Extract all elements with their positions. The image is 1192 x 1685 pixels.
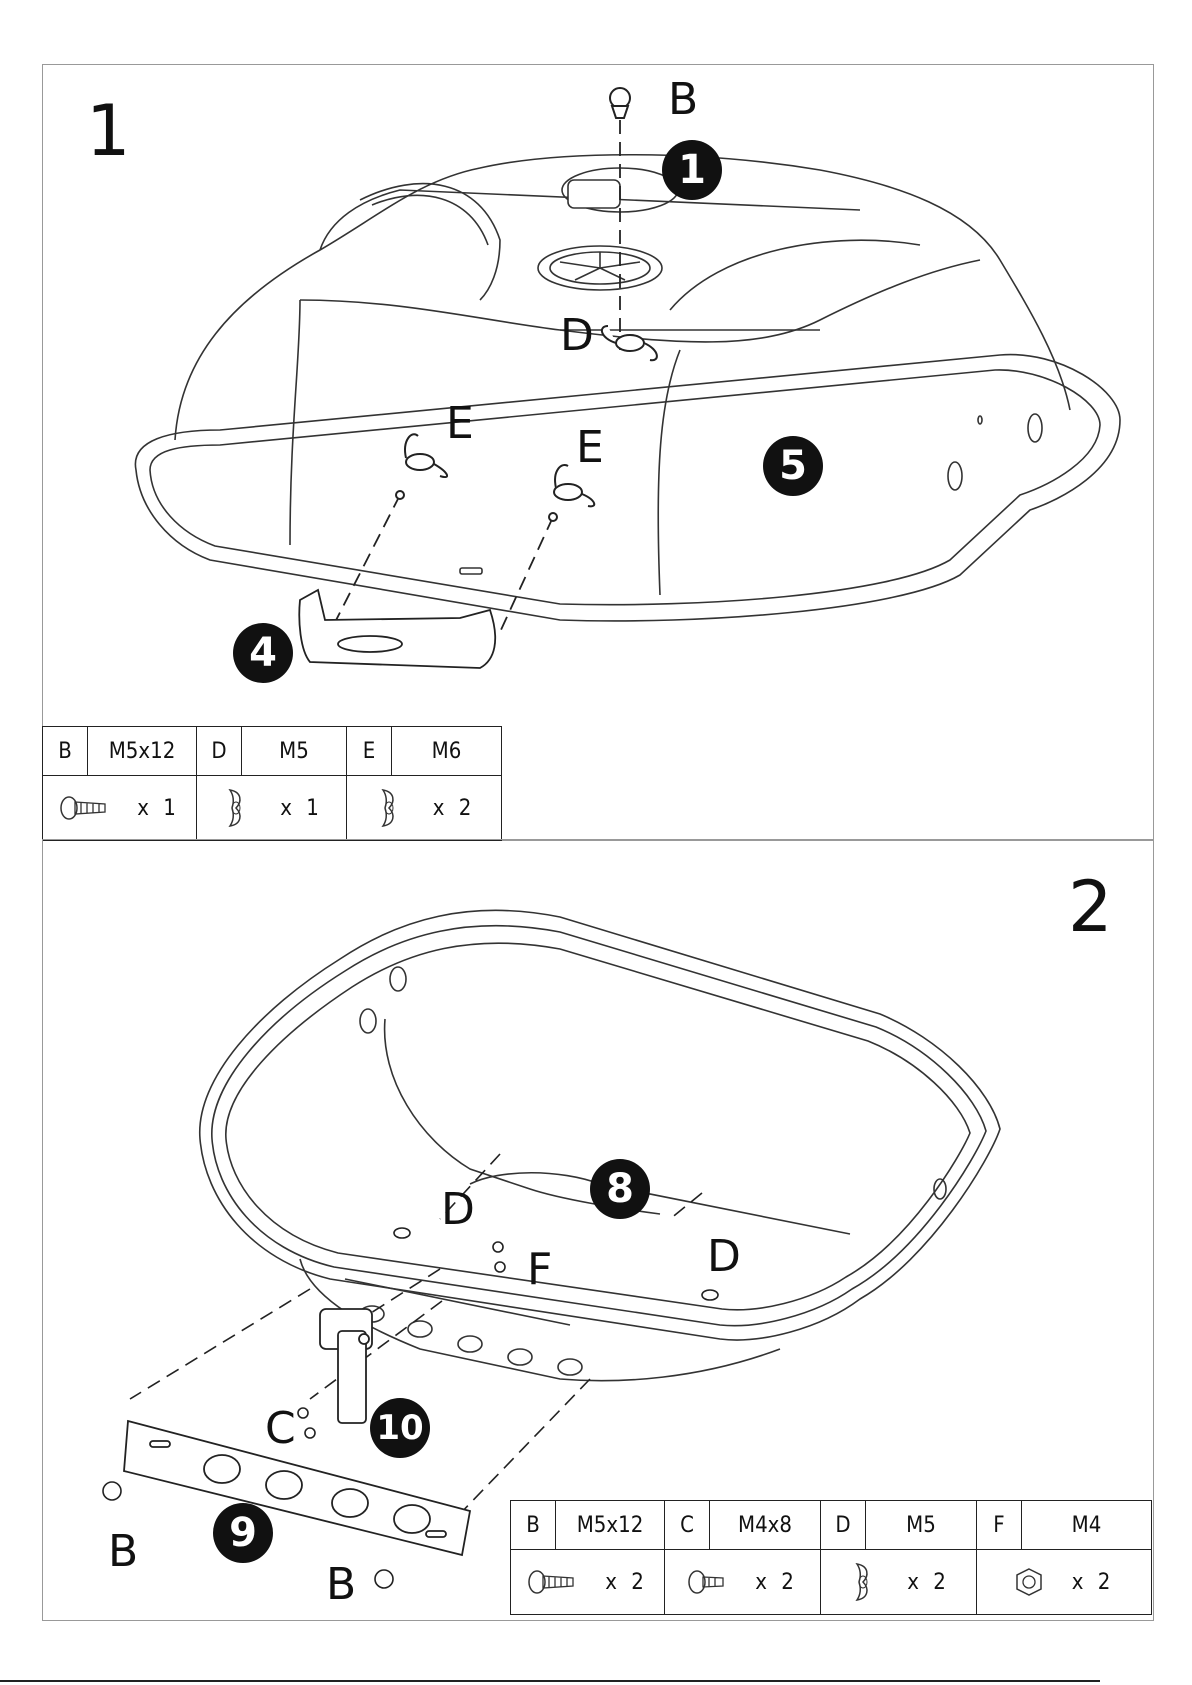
part-letter: F [977,1501,1022,1550]
screw-icon [687,1569,727,1595]
part-spec: M4 [1022,1501,1152,1550]
part-label-F: F [527,1244,552,1295]
part-letter: B [43,727,88,776]
part-letter: B [511,1501,556,1550]
part-spec: M5 [866,1501,977,1550]
parts-table: B M5x12 C M4x8 D M5 F M4 x 2 x 2 x 2 x 2 [510,1500,1152,1615]
wing-nut-icon [847,1558,879,1606]
part-spec: M5x12 [556,1501,665,1550]
lid-drawing [135,155,1120,621]
part-badge-8: 8 [590,1159,650,1219]
part-label-D: D [441,1184,475,1235]
svg-text:5: 5 [779,443,807,489]
part-badge-9: 9 [213,1503,273,1563]
svg-text:8: 8 [606,1166,634,1212]
part-label-E: E [576,422,604,473]
svg-text:9: 9 [229,1510,257,1556]
screw-icon [375,1570,393,1588]
wing-nut-icon [602,326,657,360]
svg-text:1: 1 [678,147,706,193]
hex-nut-icon [1014,1567,1044,1597]
step-1-illustration: B D E E 1 5 4 [0,0,1192,840]
part-badge-4: 4 [233,623,293,683]
part-badge-1: 1 [662,140,722,200]
part-letter: C [665,1501,710,1550]
part-spec: M5x12 [88,727,197,776]
svg-text:4: 4 [249,630,277,676]
front-handle [299,590,495,668]
screw-icon [103,1482,121,1500]
screw-icon [59,795,109,821]
part-label-E: E [446,398,474,449]
part-label-D: D [707,1231,741,1282]
part-letter: E [347,727,392,776]
part-badge-10: 10 [370,1398,430,1458]
bowl-drawing [200,910,1000,1380]
part-label-D: D [560,310,594,361]
part-label-B: B [668,74,698,125]
part-quantity: x 2 [605,1570,648,1595]
svg-text:10: 10 [376,1408,423,1448]
part-label-C: C [265,1403,296,1454]
screw-icon [527,1569,577,1595]
part-label-B: B [326,1559,356,1610]
parts-table: B M5x12 D M5 E M6 x 1 x 1 x 2 [42,726,502,841]
wing-nut-icon [220,784,252,832]
wing-nut-icon [702,1290,718,1300]
latch [320,1309,372,1423]
part-letter: D [821,1501,866,1550]
wing-nut-icon [394,1228,410,1238]
part-quantity: x 2 [1072,1570,1115,1595]
part-quantity: x 2 [907,1570,950,1595]
part-label-B: B [108,1526,138,1577]
wing-nut-icon [405,434,447,477]
part-letter: D [197,727,242,776]
part-quantity: x 1 [137,796,180,821]
part-quantity: x 2 [755,1570,798,1595]
wing-nut-icon [373,784,405,832]
part-badge-5: 5 [763,436,823,496]
part-quantity: x 2 [433,796,476,821]
part-spec: M6 [392,727,502,776]
page-bottom-rule [0,1680,1100,1682]
part-spec: M4x8 [710,1501,821,1550]
part-quantity: x 1 [280,796,323,821]
part-spec: M5 [242,727,347,776]
